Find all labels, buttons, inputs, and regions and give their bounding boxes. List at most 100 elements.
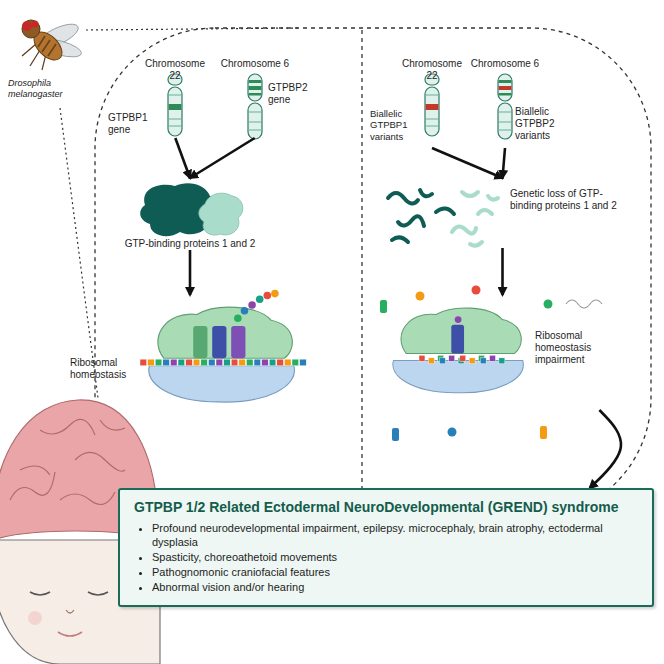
chromosome-6 — [248, 74, 262, 139]
mrna-tile — [499, 358, 505, 364]
feature-bullet: Pathognomonic craniofacial features — [152, 565, 638, 580]
protein-fragments — [388, 190, 498, 246]
protein-fragments — [388, 193, 418, 204]
peptide-bead — [241, 307, 249, 315]
protein-fragments — [392, 237, 408, 242]
small-subunit — [393, 360, 523, 392]
infant-head — [66, 610, 74, 613]
released-fragments — [544, 300, 553, 309]
trna — [231, 326, 245, 358]
mrna-tile — [269, 359, 276, 366]
large-subunit — [158, 307, 292, 358]
mrna-tile — [480, 358, 486, 364]
chromosome-6 — [498, 74, 512, 139]
node-label: Chromosome 22 — [140, 58, 210, 82]
mrna-tile — [155, 359, 162, 366]
chromosome-22 — [425, 87, 439, 136]
figure-node: Genetic loss of GTP-binding proteins 1 a… — [375, 178, 630, 248]
mrna-tile — [292, 359, 299, 366]
mrna-tile — [300, 359, 307, 366]
mrna-tile — [193, 359, 200, 366]
mrna-tile — [262, 359, 269, 366]
mrna-tile — [148, 359, 155, 366]
mrna-tile — [201, 359, 208, 366]
protein-fragments — [478, 210, 492, 214]
process-arrow — [432, 148, 503, 178]
chromosome-6 — [249, 86, 262, 90]
released-fragments — [448, 428, 457, 437]
mrna-tile — [170, 359, 177, 366]
mrna-tile — [239, 359, 246, 366]
chromosome-22 — [426, 95, 438, 126]
released-fragments — [540, 426, 547, 439]
released-fragments — [380, 300, 387, 313]
figure-node: Chromosome 6Biallelic GTPBP2 variants — [470, 58, 595, 148]
chromosome-6 — [499, 86, 512, 90]
node-label: Ribosomal homeostasis — [70, 357, 132, 381]
fly-illustration — [22, 44, 36, 56]
mrna-tile — [449, 355, 455, 361]
species-label: Drosophila melanogaster — [8, 78, 94, 100]
feature-bullet: Spasticity, choreoathetoid movements — [152, 550, 638, 565]
node-label: GTPBP1 gene — [108, 112, 164, 136]
process-arrow — [190, 138, 255, 178]
figure-node: Ribosomal homeostasis — [70, 295, 310, 410]
process-arrow — [590, 410, 621, 488]
mrna-tile — [208, 359, 215, 366]
protein-fragments — [488, 196, 498, 200]
protein-gtpbp2 — [199, 193, 243, 235]
feature-list: Profound neurodevelopmental impairment, … — [134, 521, 638, 595]
peptide-bead — [234, 315, 242, 323]
mrna-tile — [490, 355, 496, 361]
ribosome — [140, 290, 306, 402]
released-fragments — [566, 300, 602, 308]
chromosome-22 — [425, 74, 439, 136]
fly-illustration — [22, 19, 83, 70]
chromosome-6 — [498, 74, 512, 101]
mrna-tile — [419, 355, 425, 361]
protein-gtpbp2 — [199, 193, 243, 235]
protein-fragments — [398, 216, 424, 226]
infant-head — [58, 632, 82, 636]
protein-fragments — [436, 208, 454, 214]
mrna-tile — [224, 359, 231, 366]
mrna-tile — [254, 359, 261, 366]
divider-line — [361, 30, 362, 488]
protein-fragments — [452, 226, 476, 233]
mrna-tile — [231, 359, 238, 366]
peptide-bead — [248, 301, 256, 309]
peptide-bead — [271, 290, 279, 298]
node-label: Chromosome 6 — [470, 58, 540, 70]
node-label: Chromosome 22 — [397, 58, 467, 82]
mrna-tile — [246, 359, 253, 366]
chromosome-6 — [499, 93, 512, 96]
trna — [193, 326, 207, 358]
peptide-bead — [264, 292, 272, 300]
chromosome-6 — [499, 80, 512, 83]
feature-bullet: Abnormal vision and/or hearing — [152, 580, 638, 595]
infant-head — [10, 419, 125, 504]
protein-fragments — [420, 190, 432, 196]
mrna-tile — [277, 359, 284, 366]
zoom-line — [86, 28, 300, 30]
released-fragments — [472, 286, 481, 295]
protein-fragments — [470, 242, 482, 246]
fly-illustration — [22, 21, 32, 31]
process-arrow — [501, 248, 504, 295]
mrna-tile — [460, 355, 466, 361]
chromosome-6 — [249, 112, 261, 130]
trna — [451, 325, 464, 354]
model-outline — [95, 28, 651, 518]
node-label: Ribosomal homeostasis impairment — [535, 330, 625, 366]
large-subunit — [401, 308, 521, 354]
fly-illustration — [32, 21, 39, 28]
chromosome-22 — [168, 74, 182, 136]
impaired-ribosome — [393, 308, 523, 393]
small-subunit — [149, 366, 295, 402]
released-fragments — [392, 428, 399, 441]
syndrome-box: GTPBP 1/2 Related Ectodermal NeuroDevelo… — [118, 488, 654, 607]
mrna-tile — [216, 359, 223, 366]
chromosome-22 — [169, 104, 182, 110]
chromosome-6 — [248, 103, 262, 139]
